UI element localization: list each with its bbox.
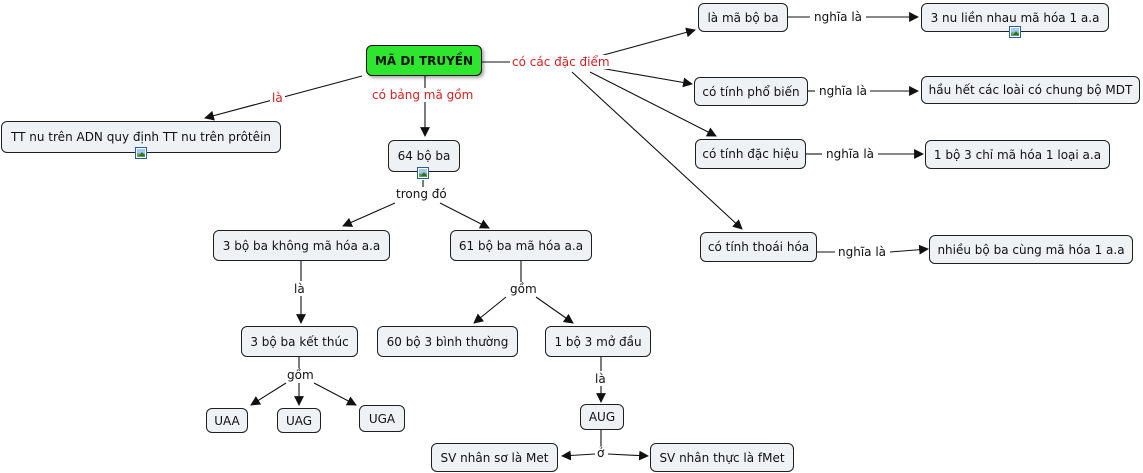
node-3-stop[interactable]: 3 bộ ba kết thúc <box>241 326 358 357</box>
node-prokaryote[interactable]: SV nhân sơ là Met <box>431 443 558 472</box>
node-universal-def[interactable]: hầu hết các loài có chung bộ MDT <box>921 76 1140 104</box>
node-degenerate[interactable]: có tính thoái hóa <box>700 232 817 262</box>
link-label-is-stop: là <box>292 282 307 296</box>
node-3-noncoding[interactable]: 3 bộ ba không mã hóa a.a <box>213 230 390 261</box>
link-label-includes-stop: gồm <box>285 368 316 382</box>
link-label-at: ở <box>595 446 607 460</box>
image-icon[interactable] <box>135 147 147 159</box>
node-degenerate-def[interactable]: nhiều bộ ba cùng mã hóa 1 a.a <box>929 235 1133 264</box>
node-64-codons[interactable]: 64 bộ ba <box>388 140 460 172</box>
link-label-means-universal: nghĩa là <box>817 84 870 98</box>
node-specific[interactable]: có tính đặc hiệu <box>695 139 806 169</box>
node-uga[interactable]: UGA <box>359 405 405 432</box>
image-icon[interactable] <box>1009 26 1021 38</box>
node-specific-def[interactable]: 1 bộ 3 chỉ mã hóa 1 loại a.a <box>925 140 1110 169</box>
node-aug[interactable]: AUG <box>580 404 624 430</box>
node-uaa[interactable]: UAA <box>206 408 248 433</box>
node-60-normal[interactable]: 60 bộ 3 bình thường <box>377 326 518 357</box>
node-uag[interactable]: UAG <box>277 408 321 433</box>
link-label-means-triplet: nghĩa là <box>812 10 865 24</box>
node-1-start[interactable]: 1 bộ 3 mở đầu <box>545 326 651 357</box>
node-universal[interactable]: có tính phổ biến <box>694 77 808 106</box>
link-label-means-specific: nghĩa là <box>824 147 877 161</box>
node-definition[interactable]: TT nu trên ADN quy định TT nu trên prôtê… <box>1 121 281 153</box>
link-label-includes-coding: gồm <box>508 282 539 296</box>
link-label-is-start: là <box>593 372 608 386</box>
link-label-means-degenerate: nghĩa là <box>836 245 889 259</box>
link-label-has-table: có bảng mã gồm <box>370 88 476 102</box>
node-eukaryote[interactable]: SV nhân thực là fMet <box>650 443 794 472</box>
node-61-coding[interactable]: 61 bộ ba mã hóa a.a <box>450 230 592 261</box>
image-icon[interactable] <box>417 167 429 179</box>
node-triplet[interactable]: là mã bộ ba <box>698 3 788 32</box>
link-label-features: có các đặc điểm <box>510 55 612 69</box>
link-label-among: trong đó <box>394 187 449 201</box>
node-root[interactable]: MÃ DI TRUYỀN <box>366 45 482 76</box>
link-label-is: là <box>270 91 285 105</box>
